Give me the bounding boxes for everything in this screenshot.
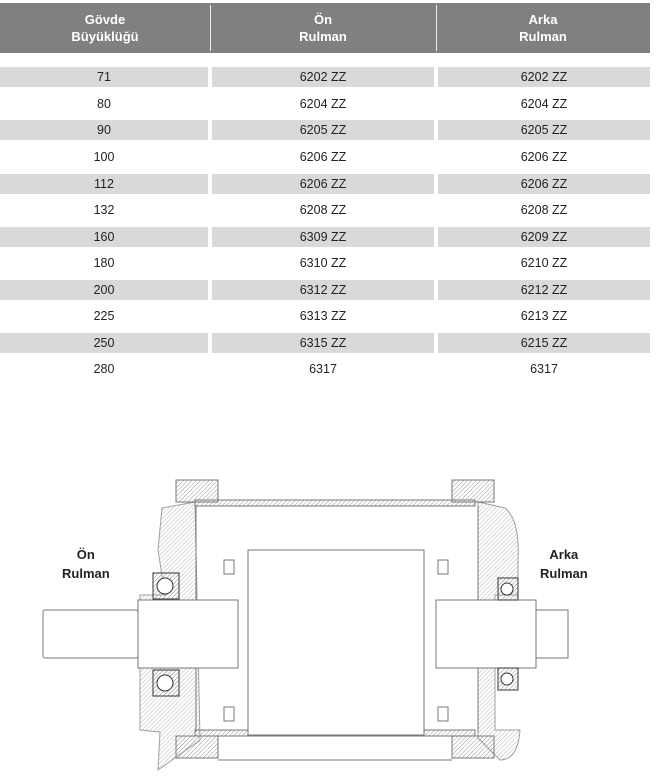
frame-size-cell: 90 (0, 120, 208, 140)
frame-size-cell: 280 (93, 362, 115, 376)
table-row: 132 6208 ZZ 6208 ZZ (0, 200, 650, 220)
front-bearing-label: Ön Rulman (62, 547, 110, 581)
rear-bearing-cell: 6212 ZZ (438, 280, 650, 300)
header-divider (210, 5, 211, 51)
table-row: 100 6206 ZZ 6206 ZZ (0, 147, 650, 167)
rear-bearing-cell: 6215 ZZ (438, 333, 650, 353)
table-row: 80 6204 ZZ 6204 ZZ (0, 94, 650, 114)
frame-size-cell: 225 (93, 309, 115, 323)
rear-bearing-icon (497, 577, 519, 691)
frame-size-cell: 100 (93, 150, 115, 164)
rear-bearing-cell: 6206 ZZ (520, 150, 568, 164)
header-front-bearing: Ön Rulman (299, 12, 347, 44)
header-rear-bearing: Arka Rulman (519, 12, 567, 44)
header-divider (436, 5, 437, 51)
front-bearing-cell: 6202 ZZ (212, 67, 434, 87)
shaft (42, 599, 569, 669)
table-row: 225 6313 ZZ 6213 ZZ (0, 306, 650, 326)
frame-size-cell: 112 (0, 174, 208, 194)
rear-bearing-cell: 6204 ZZ (520, 97, 568, 111)
rotor (223, 549, 449, 736)
front-bearing-cell: 6310 ZZ (299, 256, 347, 270)
front-bearing-cell: 6315 ZZ (212, 333, 434, 353)
front-bearing-cell: 6317 (309, 362, 337, 376)
table-row: 280 6317 6317 (0, 359, 650, 379)
table-header: Gövde Büyüklüğü Ön Rulman Arka Rulman (0, 3, 650, 53)
header-frame-size: Gövde Büyüklüğü (71, 12, 139, 44)
frame-size-cell: 80 (97, 97, 111, 111)
front-bearing-cell: 6208 ZZ (299, 203, 347, 217)
front-bearing-cell: 6206 ZZ (299, 150, 347, 164)
rear-bearing-cell: 6202 ZZ (438, 67, 650, 87)
front-bearing-cell: 6206 ZZ (212, 174, 434, 194)
frame-size-cell: 132 (93, 203, 115, 217)
front-bearing-cell: 6204 ZZ (299, 97, 347, 111)
rear-bearing-cell: 6205 ZZ (438, 120, 650, 140)
rear-bearing-cell: 6317 (530, 362, 558, 376)
frame-size-cell: 160 (0, 227, 208, 247)
rear-bearing-cell: 6209 ZZ (438, 227, 650, 247)
frame-size-cell: 200 (0, 280, 208, 300)
front-bearing-cell: 6309 ZZ (212, 227, 434, 247)
frame-size-cell: 180 (93, 256, 115, 270)
motor-cross-section (42, 479, 569, 772)
rear-bearing-cell: 6213 ZZ (520, 309, 568, 323)
table-row: 180 6310 ZZ 6210 ZZ (0, 253, 650, 273)
frame-size-cell: 250 (0, 333, 208, 353)
front-bearing-cell: 6205 ZZ (212, 120, 434, 140)
front-bearing-cell: 6313 ZZ (299, 309, 347, 323)
rear-bearing-cell: 6210 ZZ (520, 256, 568, 270)
rear-bearing-label: Arka Rulman (540, 547, 588, 581)
rear-bearing-cell: 6208 ZZ (520, 203, 568, 217)
front-bearing-cell: 6312 ZZ (212, 280, 434, 300)
rear-bearing-cell: 6206 ZZ (438, 174, 650, 194)
front-bearing-icon (152, 572, 180, 697)
frame-size-cell: 71 (0, 67, 208, 87)
